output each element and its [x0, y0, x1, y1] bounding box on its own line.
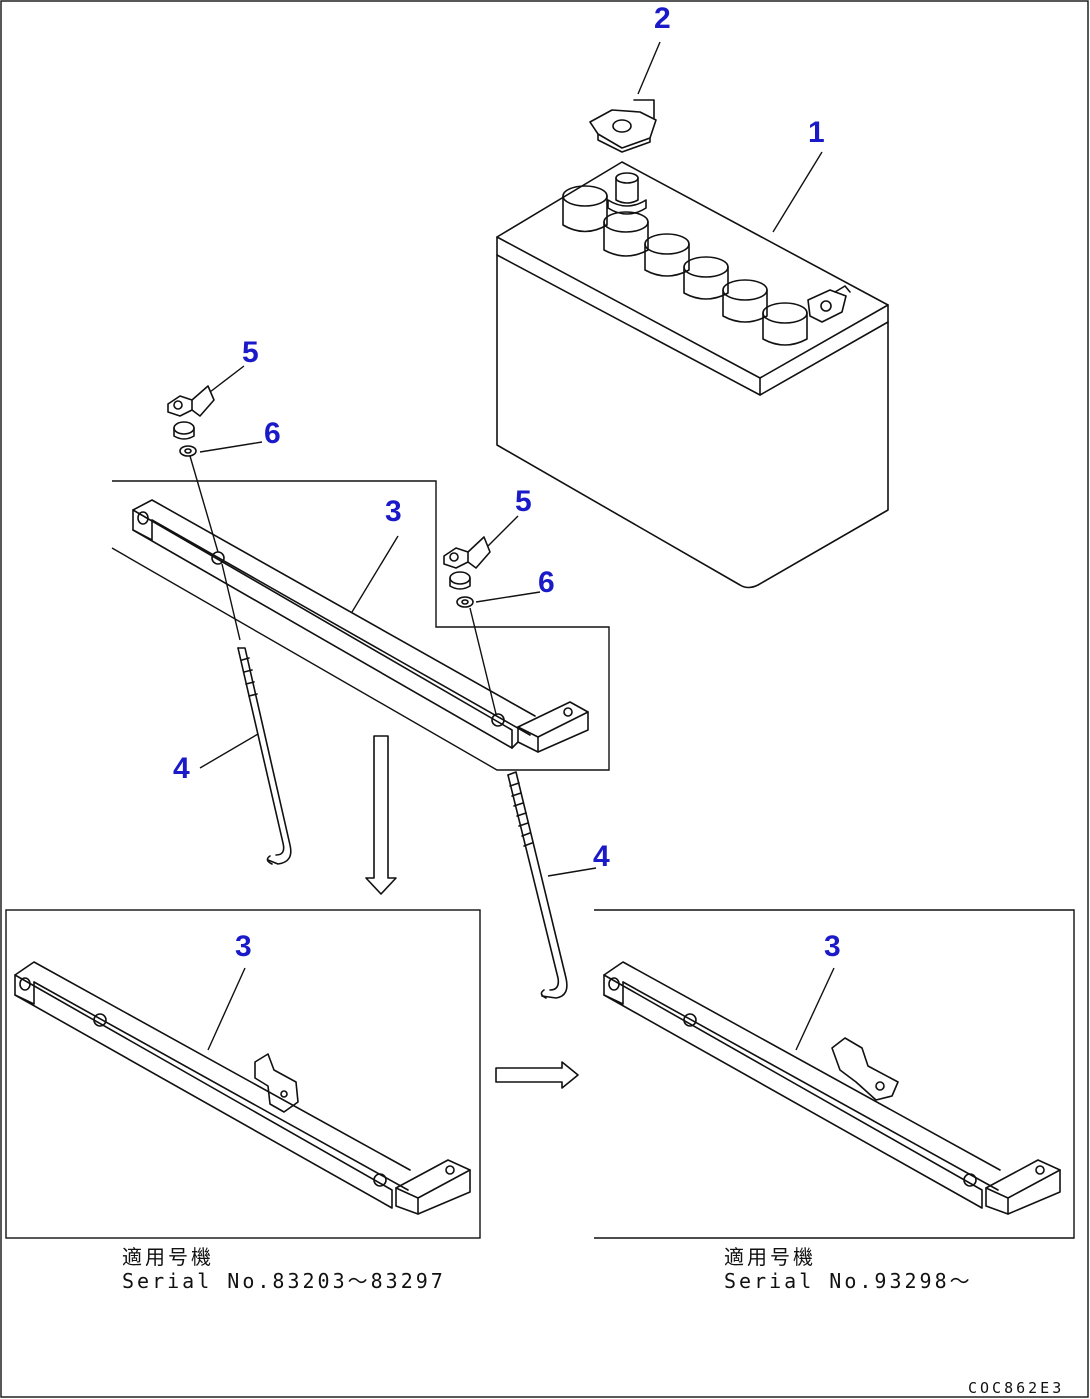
washer-left: [179, 445, 197, 457]
leader-5-right: [487, 515, 519, 547]
leader-4-left: [199, 733, 259, 769]
callout-battery: 1: [808, 116, 825, 149]
drawing-code: COC862E3: [968, 1379, 1064, 1397]
callout-bar-left-variant: 3: [235, 930, 252, 963]
leader-5-left: [209, 365, 245, 393]
leader-3-right-box: [795, 967, 835, 1051]
battery-cell-caps: [562, 185, 808, 346]
variant-box-left: [5, 909, 481, 1239]
assembly-axis-left: [189, 455, 219, 553]
assembly-axis-left-lower: [221, 563, 241, 641]
battery-negative-clamp: [807, 285, 851, 323]
callout-terminal: 2: [654, 2, 671, 35]
rod-right: [507, 771, 568, 999]
battery-terminal-post: [607, 172, 647, 215]
right-arrow: [495, 1061, 579, 1089]
leader-3-main: [351, 535, 399, 613]
leader-1: [772, 151, 823, 233]
callout-washer-right: 6: [538, 566, 555, 599]
callout-washer-left: 6: [264, 417, 281, 450]
leader-6-right: [475, 591, 541, 603]
nut-right: [443, 536, 491, 569]
washer-right: [456, 596, 474, 608]
battery: [496, 161, 889, 589]
terminal-clamp: [589, 99, 657, 153]
down-arrow: [365, 735, 397, 895]
leader-3-left-box: [207, 967, 246, 1051]
left-variant-label-jp: 適用号機: [122, 1245, 214, 1269]
nut-left: [167, 385, 215, 417]
washer-nut-left: [173, 421, 195, 440]
right-variant-serial: Serial No.93298～: [724, 1269, 973, 1293]
callout-rod-right: 4: [593, 840, 610, 873]
leader-2: [637, 41, 661, 95]
leader-6-left: [199, 441, 263, 453]
variant-box-right: [594, 909, 1075, 1239]
callout-bar-right-variant: 3: [824, 930, 841, 963]
left-variant-serial: Serial No.83203～83297: [122, 1269, 446, 1293]
callout-nut-left: 5: [242, 336, 259, 369]
hold-down-bar-main: [111, 480, 610, 771]
callout-bar-main: 3: [385, 495, 402, 528]
rod-left: [237, 647, 292, 865]
callout-rod-left: 4: [173, 752, 190, 785]
assembly-axis-right: [469, 607, 497, 715]
leader-4-right: [547, 867, 597, 877]
right-variant-label-jp: 適用号機: [724, 1245, 816, 1269]
callout-nut-right: 5: [515, 485, 532, 518]
washer-nut-right: [449, 571, 471, 590]
